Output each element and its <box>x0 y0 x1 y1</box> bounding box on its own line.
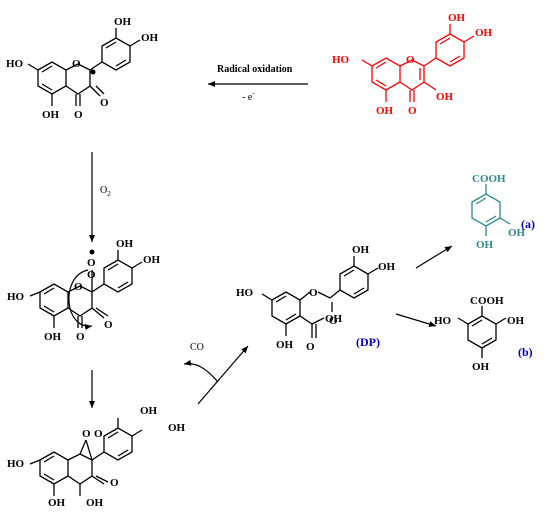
dp-acid-oh: OH <box>325 313 343 325</box>
peroxyl-7-oh: HO <box>7 291 25 303</box>
endoperoxide-structure <box>29 418 143 496</box>
product-b-6-oh: OH <box>507 315 525 327</box>
quercetin-radical-structure <box>27 28 141 106</box>
dp-ester-o: O <box>309 287 318 299</box>
peroxyl-o-2: O <box>87 269 96 281</box>
peroxyl-5-oh: OH <box>44 331 62 343</box>
endoperoxide-4-oh: OH <box>86 497 104 509</box>
quercetin-3prime-oh: OH <box>448 12 466 24</box>
peroxyl-3prime-oh: OH <box>116 238 134 250</box>
peroxyl-intermediate-structure <box>29 249 143 330</box>
endoperoxide-o-1: O <box>82 428 91 440</box>
product-a-3-oh: OH <box>508 227 526 239</box>
endoperoxide-7-oh: HO <box>7 458 25 470</box>
peroxyl-o-1: O <box>87 257 96 269</box>
depside-dp-structure <box>261 256 379 338</box>
product-b-structure <box>457 306 507 358</box>
product-b-4-oh: OH <box>472 361 490 373</box>
co-release-arrow <box>183 359 219 383</box>
product-a-cooh: COOH <box>472 173 506 185</box>
oxygen-label: O2 <box>100 185 111 198</box>
arrow-to-b <box>395 313 437 327</box>
radical-5-oh: OH <box>42 109 60 121</box>
co-label: CO <box>190 342 204 353</box>
dp-3prime-oh: OH <box>352 244 370 256</box>
radical-oxidation-label: Radical oxidation <box>217 64 293 75</box>
quercetin-carbonyl-o: O <box>408 105 417 117</box>
tag-dp: (DP) <box>356 335 380 349</box>
peroxyl-carbonyl-o: O <box>76 331 85 343</box>
endoperoxide-o-2: O <box>94 428 103 440</box>
quercetin-7-oh: HO <box>332 54 350 66</box>
endoperoxide-5-oh: OH <box>48 497 66 509</box>
peroxyl-4prime-oh: OH <box>143 254 161 266</box>
radical-4prime-oh: OH <box>141 32 159 44</box>
quercetin-3-oh: OH <box>436 91 454 103</box>
endoperoxide-3prime-oh: OH <box>140 405 158 417</box>
quercetin-structure <box>361 24 475 102</box>
peroxyl-3-o: O <box>104 319 113 331</box>
tag-b: (b) <box>518 345 533 359</box>
dp-4prime-oh: OH <box>378 261 396 273</box>
dp-ho: HO <box>236 287 254 299</box>
product-a-4-oh: OH <box>476 239 494 251</box>
electron-loss-label: - e- <box>242 89 255 103</box>
radical-ring-o: O <box>72 58 81 70</box>
endoperoxide-3-o: O <box>110 477 119 489</box>
product-b-cooh: COOH <box>470 295 504 307</box>
radical-7-oh: HO <box>6 58 24 70</box>
dp-ring-oh: OH <box>276 339 294 351</box>
quercetin-4prime-oh: OH <box>475 27 493 39</box>
radical-3prime-oh: OH <box>114 16 132 28</box>
co-loss-arrow <box>197 345 249 405</box>
tag-a: (a) <box>521 217 535 231</box>
quercetin-ring-o: O <box>406 54 415 66</box>
dp-acid-o: O <box>306 341 315 353</box>
dp-carbonyl-o: O <box>329 315 338 327</box>
product-a-structure <box>471 184 511 236</box>
product-b-2-ho: HO <box>434 315 452 327</box>
endoperoxide-4prime-oh: OH <box>168 422 186 434</box>
quercetin-5-oh: OH <box>376 105 394 117</box>
radical-carbonyl-o: O <box>74 109 83 121</box>
radical-3-o: O <box>100 97 109 109</box>
peroxyl-ring-o: O <box>74 281 83 293</box>
arrow-to-a <box>415 245 453 269</box>
